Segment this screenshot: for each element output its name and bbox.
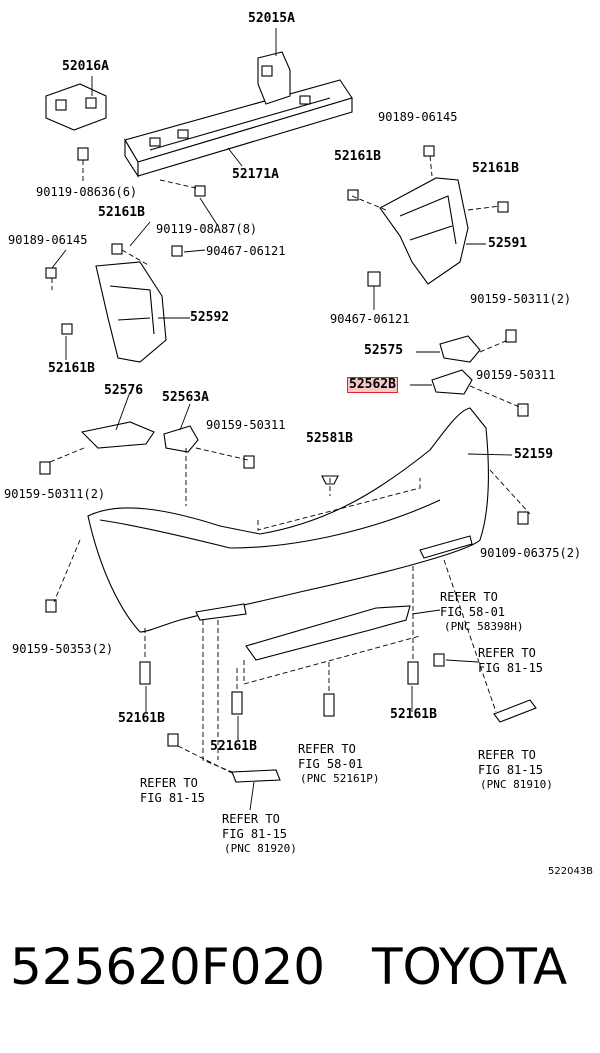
lower-diffuser (245, 605, 411, 661)
label-52016A: 52016A (62, 59, 109, 74)
refer-81-15-c-line2: FIG 81-15 (140, 791, 206, 805)
beam-bolts (45, 145, 509, 335)
bumper-cover-52159 (45, 407, 529, 633)
label-52161B-right-left: 52161B (334, 149, 381, 164)
refer-58-01-a-line2: FIG 58-01 (440, 605, 506, 619)
retainer-52563A (163, 425, 255, 469)
beam-bracket-52015A (257, 51, 291, 105)
label-52161B-right-right: 52161B (472, 161, 519, 176)
bumper-reinforcement-52171A (124, 79, 353, 178)
label-52581B: 52581B (306, 431, 353, 446)
label-90119-08A87: 90119-08A87(8) (156, 222, 258, 236)
label-90467-06121-upper: 90467-06121 (206, 244, 286, 258)
label-52591: 52591 (488, 236, 528, 251)
label-90189-06145-right: 90189-06145 (378, 110, 458, 124)
beam-bracket-52016A (45, 83, 107, 131)
label-52592: 52592 (190, 310, 230, 325)
footer-brand: TOYOTA (372, 938, 568, 996)
retainer-52576 (39, 421, 155, 475)
label-90467-06121-lower: 90467-06121 (330, 312, 410, 326)
refer-81-15-b-line3: (PNC 81910) (480, 778, 553, 791)
refer-58-01-b-line3: (PNC 52161P) (300, 772, 380, 785)
label-52161B-bottom-right: 52161B (390, 707, 437, 722)
label-52563A: 52563A (162, 390, 209, 405)
label-52171A: 52171A (232, 167, 279, 182)
refer-81-15-b-line2: FIG 81-15 (478, 763, 544, 777)
label-52161B-bottom-center: 52161B (210, 739, 257, 754)
label-52015A: 52015A (248, 11, 295, 26)
label-90189-06145-left: 90189-06145 (8, 233, 88, 247)
solid-leaders (51, 28, 513, 811)
retainer-52562B (431, 369, 529, 417)
retainer-52575 (439, 329, 517, 363)
label-90159-50311-2-upper: 90159-50311(2) (470, 292, 572, 306)
footer-part-number: 525620F020 (10, 938, 326, 996)
refer-81-15-a-line2: FIG 81-15 (478, 661, 544, 675)
label-90159-50311-2-left: 90159-50311(2) (4, 487, 106, 501)
dashed-leaders (49, 155, 531, 775)
reflectors (231, 699, 537, 783)
refer-58-01-a-line3: (PNC 58398H) (444, 620, 524, 633)
label-52161B-left-upper: 52161B (98, 205, 145, 220)
side-bracket-52592 (95, 261, 167, 363)
label-52562B-highlighted: 52562B (347, 377, 398, 393)
label-90159-50353: 90159-50353(2) (12, 642, 114, 656)
label-52161B-left-lower: 52161B (48, 361, 95, 376)
refer-58-01-b-line1: REFER TO (298, 742, 356, 756)
clips-52161B (139, 653, 445, 747)
refer-81-15-c-line1: REFER TO (140, 776, 198, 790)
label-90159-50311-right: 90159-50311 (476, 368, 556, 382)
refer-58-01-a-line1: REFER TO (440, 590, 498, 604)
label-90109-06375: 90109-06375(2) (480, 546, 582, 560)
diagram-code: 522043B (548, 866, 594, 877)
refer-81-15-d-line2: FIG 81-15 (222, 827, 288, 841)
refer-81-15-d-line1: REFER TO (222, 812, 280, 826)
label-90159-50311-center: 90159-50311 (206, 418, 286, 432)
refer-81-15-b-line1: REFER TO (478, 748, 536, 762)
label-52575: 52575 (364, 343, 404, 358)
parts-diagram (39, 28, 537, 811)
refer-81-15-a-line1: REFER TO (478, 646, 536, 660)
label-52159: 52159 (514, 447, 554, 462)
refer-58-01-b-line2: FIG 58-01 (298, 757, 364, 771)
side-bracket-52591 (379, 177, 469, 285)
label-52576: 52576 (104, 383, 144, 398)
label-52161B-bottom-left: 52161B (118, 711, 165, 726)
label-90119-08636: 90119-08636(6) (36, 185, 138, 199)
refer-81-15-d-line3: (PNC 81920) (224, 842, 297, 855)
